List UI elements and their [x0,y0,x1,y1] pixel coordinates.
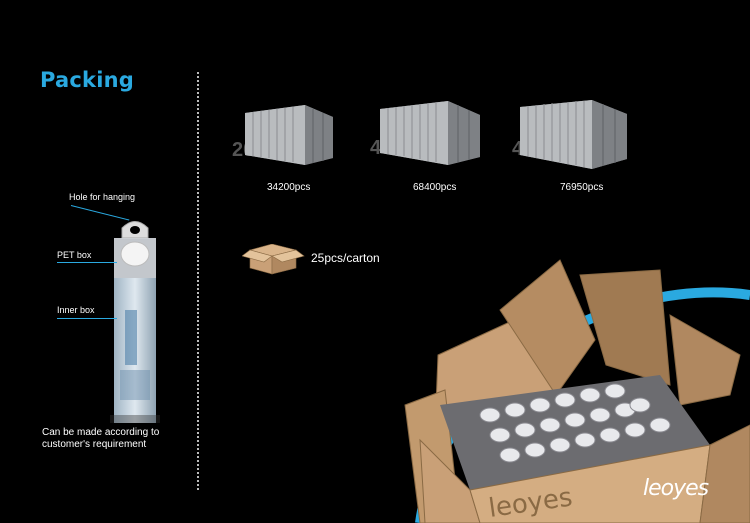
product-box-illustration [100,210,170,425]
note-line-1: Can be made according to [42,427,160,438]
brand-logo: leoyes [643,476,709,501]
open-carton-illustration: leoyes [380,255,750,523]
container-20gp-quantity: 34200pcs [267,182,311,193]
container-40hq: 40HQ [510,99,635,171]
leader-line-pet [57,262,117,263]
container-40gp: 40GP [368,99,488,169]
customization-note: Can be made according to customer's requ… [42,427,192,451]
container-40hq-quantity: 76950pcs [560,182,604,193]
container-20gp: 20GP [230,103,345,168]
note-line-2: customer's requirement [42,439,147,450]
label-pet-box: PET box [57,250,92,260]
label-inner-box: Inner box [57,305,95,315]
page-title: Packing [40,68,134,92]
label-hole-for-hanging: Hole for hanging [69,192,136,202]
container-40gp-quantity: 68400pcs [413,182,457,193]
carton-icon [242,244,308,276]
leader-line-inner [57,318,117,319]
carton-quantity: 25pcs/carton [311,251,380,265]
vertical-divider [197,72,199,490]
